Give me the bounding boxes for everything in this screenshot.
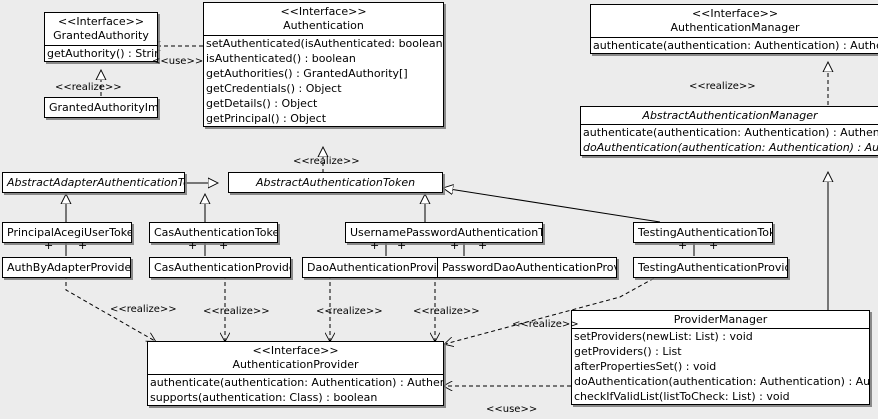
- plus-userpass-a: +: [370, 239, 380, 252]
- class-provider-manager[interactable]: ProviderManager setProviders(newList: Li…: [571, 310, 870, 405]
- plus-testing-right: +: [709, 239, 719, 252]
- edge-label-realize-cas-provider: <<realize>>: [203, 306, 270, 317]
- class-name: AbstractAuthenticationToken: [255, 176, 416, 189]
- stereotype-label: <<Interface>>: [280, 5, 367, 18]
- compartment-divider: [148, 374, 443, 375]
- plus-principal-left: +: [44, 239, 54, 252]
- class-name: TestingAuthenticationToken: [638, 226, 772, 239]
- operation-getDetails: getDetails() : Object: [206, 97, 318, 110]
- class-password-dao-authentication-provider[interactable]: PasswordDaoAuthenticationProvider: [437, 257, 617, 278]
- compartment-divider: [45, 45, 157, 46]
- edge-label-realize-abstract-authentication-token: <<realize>>: [293, 156, 360, 167]
- class-cas-authentication-token[interactable]: CasAuthenticationToken: [149, 222, 278, 243]
- edge-label-realize-granted-authority-impl: <<realize>>: [55, 82, 122, 93]
- class-name: DaoAuthenticationProvider: [307, 261, 437, 274]
- class-authentication-provider[interactable]: <<Interface>> AuthenticationProvider aut…: [147, 341, 444, 406]
- operation-setProviders: setProviders(newList: List) : void: [574, 330, 753, 343]
- edge-generalize-testing-token: [443, 188, 661, 223]
- stereotype-label: <<Interface>>: [57, 15, 145, 28]
- class-name: PrincipalAcegiUserToken: [7, 226, 132, 239]
- stereotype-label: <<Interface>>: [691, 7, 779, 20]
- operations-compartment: setProviders(newList: List) : void getPr…: [572, 329, 869, 404]
- edge-label-realize-auth-by-adapter: <<realize>>: [110, 304, 177, 315]
- operations-compartment: authenticate(authentication: Authenticat…: [591, 38, 878, 53]
- edge-label-use-granted-authority: <<use>>: [152, 56, 204, 67]
- operations-compartment: getAuthority() : String: [45, 46, 157, 61]
- plus-testing-left: +: [678, 239, 688, 252]
- operation-authenticate: authenticate(authentication: Authenticat…: [593, 39, 878, 52]
- operation-getAuthority: getAuthority() : String: [47, 47, 158, 60]
- class-name: GrantedAuthorityImpl: [49, 101, 158, 114]
- operation-doAuthentication: doAuthentication(authentication: Authent…: [574, 375, 870, 388]
- class-dao-authentication-provider[interactable]: DaoAuthenticationProvider: [302, 257, 438, 278]
- operation-getAuthorities: getAuthorities() : GrantedAuthority[]: [206, 67, 408, 80]
- compartment-divider: [591, 37, 878, 38]
- operations-compartment: authenticate(authentication: Authenticat…: [148, 375, 443, 405]
- class-name: Authentication: [283, 19, 364, 32]
- class-granted-authority[interactable]: <<Interface>> GrantedAuthority getAuthor…: [44, 12, 158, 62]
- operation-getPrincipal: getPrincipal() : Object: [206, 112, 327, 125]
- plus-principal-right: +: [78, 239, 88, 252]
- class-name: AuthByAdapterProvider: [7, 261, 131, 274]
- class-auth-by-adapter-provider[interactable]: AuthByAdapterProvider: [2, 257, 131, 278]
- class-granted-authority-impl[interactable]: GrantedAuthorityImpl: [44, 97, 158, 118]
- class-name: CasAuthenticationToken: [154, 226, 278, 239]
- class-principal-acegi-user-token[interactable]: PrincipalAcegiUserToken: [2, 222, 132, 243]
- operation-checkIfValidList: checkIfValidList(listToCheck: List) : vo…: [574, 390, 790, 403]
- class-abstract-adapter-authentication-token[interactable]: AbstractAdapterAuthenticationToken: [2, 172, 185, 193]
- class-name: GrantedAuthority: [53, 29, 149, 42]
- class-testing-authentication-provider[interactable]: TestingAuthenticationProvider: [633, 257, 788, 278]
- class-authentication-manager[interactable]: <<Interface>> AuthenticationManager auth…: [590, 4, 878, 54]
- class-name: AuthenticationManager: [670, 21, 800, 34]
- edge-label-realize-abstract-authentication-manager: <<realize>>: [689, 81, 756, 92]
- class-authentication[interactable]: <<Interface>> Authentication setAuthenti…: [203, 2, 444, 127]
- operation-isAuthenticated: isAuthenticated() : boolean: [206, 52, 356, 65]
- plus-userpass-d: +: [478, 239, 488, 252]
- class-username-password-authentication-token[interactable]: UsernamePasswordAuthenticationToken: [345, 222, 543, 243]
- operation-doAuthentication: doAuthentication(authentication: Authent…: [583, 141, 878, 154]
- class-name: AbstractAdapterAuthenticationToken: [7, 176, 184, 189]
- edge-label-realize-password-dao-provider: <<realize>>: [413, 306, 480, 317]
- class-name: PasswordDaoAuthenticationProvider: [442, 261, 616, 274]
- operation-supports: supports(authentication: Class) : boolea…: [150, 391, 378, 404]
- class-name: CasAuthenticationProvider: [154, 261, 291, 274]
- operations-compartment: setAuthenticated(isAuthenticated: boolea…: [204, 36, 443, 126]
- operation-setAuthenticated: setAuthenticated(isAuthenticated: boolea…: [206, 37, 444, 50]
- class-abstract-authentication-manager[interactable]: AbstractAuthenticationManager authentica…: [580, 106, 878, 156]
- class-name: TestingAuthenticationProvider: [638, 261, 788, 274]
- operation-afterPropertiesSet: afterPropertiesSet() : void: [574, 360, 717, 373]
- operations-compartment: authenticate(authentication: Authenticat…: [581, 125, 878, 155]
- operation-authenticate: authenticate(authentication: Authenticat…: [150, 376, 443, 389]
- plus-cas-left: +: [188, 239, 198, 252]
- class-name: ProviderManager: [673, 313, 768, 326]
- compartment-divider: [581, 124, 878, 125]
- class-cas-authentication-provider[interactable]: CasAuthenticationProvider: [149, 257, 291, 278]
- plus-userpass-c: +: [450, 239, 460, 252]
- class-testing-authentication-token[interactable]: TestingAuthenticationToken: [633, 222, 773, 243]
- compartment-divider: [204, 35, 443, 36]
- plus-cas-right: +: [219, 239, 229, 252]
- plus-userpass-b: +: [397, 239, 407, 252]
- compartment-divider: [572, 328, 869, 329]
- edge-label-use-provider-manager: <<use>>: [486, 404, 538, 415]
- operation-getCredentials: getCredentials() : Object: [206, 82, 342, 95]
- operation-getProviders: getProviders() : List: [574, 345, 682, 358]
- class-name: AuthenticationProvider: [232, 358, 359, 371]
- edge-label-realize-testing-provider: <<realize>>: [512, 319, 579, 330]
- operation-authenticate: authenticate(authentication: Authenticat…: [583, 126, 878, 139]
- stereotype-label: <<Interface>>: [252, 344, 339, 357]
- edge-label-realize-dao-provider: <<realize>>: [316, 306, 383, 317]
- class-name: UsernamePasswordAuthenticationToken: [350, 226, 543, 239]
- class-abstract-authentication-token[interactable]: AbstractAuthenticationToken: [228, 172, 443, 193]
- class-name: AbstractAuthenticationManager: [642, 109, 818, 122]
